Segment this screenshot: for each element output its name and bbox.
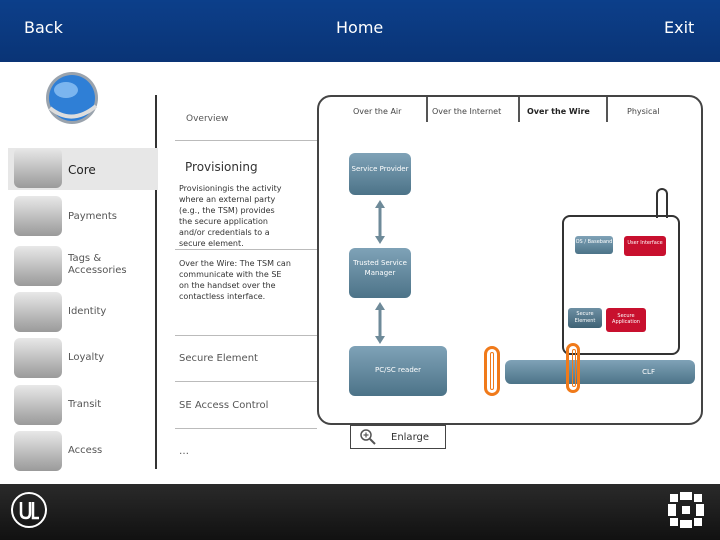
pcsc-reader-box: PC/SC reader (349, 346, 447, 396)
handset-antenna (656, 188, 668, 218)
divider (175, 335, 317, 336)
service-provider-box: Service Provider (349, 153, 411, 195)
divider (175, 140, 317, 141)
menu-label-loyalty: Loyalty (68, 352, 104, 363)
se-access-control-link[interactable]: SE Access Control (179, 400, 268, 411)
secure-element-box: Secure Element (568, 308, 602, 328)
secure-application-box: Secure Application (606, 308, 646, 332)
tsm-box: Trusted Service Manager (349, 248, 411, 298)
tag-icon (14, 246, 62, 286)
more-link[interactable]: … (179, 446, 189, 457)
brand-logo-icon (666, 490, 706, 530)
menu-item-core[interactable]: Core (8, 148, 158, 190)
money-icon (14, 196, 62, 236)
menu-label-identity: Identity (68, 306, 106, 317)
provisioning-heading[interactable]: Provisioning (185, 160, 258, 174)
user-interface-box: User Interface (624, 236, 666, 256)
menu-label-payments: Payments (68, 211, 117, 222)
divider (175, 381, 317, 382)
column-physical[interactable]: Physical (627, 107, 660, 116)
top-bar: Back Home Exit (0, 0, 720, 62)
menu-item-access[interactable]: Access (8, 431, 158, 473)
menu-item-identity[interactable]: Identity (8, 292, 158, 334)
menu-label-tags: Tags & Accessories (68, 253, 127, 277)
menu-label-access: Access (68, 445, 102, 456)
column-over-the-internet[interactable]: Over the Internet (432, 107, 501, 116)
divider (175, 249, 317, 250)
provisioning-description: Provisioningis the activity where an ext… (179, 183, 289, 249)
column-separator (606, 97, 608, 122)
column-separator (426, 97, 428, 122)
home-button[interactable]: Home (336, 18, 383, 37)
antenna-coil-icon (566, 343, 580, 393)
loyalty-card-icon (14, 338, 62, 378)
menu-item-tags[interactable]: Tags & Accessories (8, 246, 158, 288)
magnifier-icon (359, 428, 377, 446)
clf-box: CLF (505, 360, 695, 384)
column-separator (518, 97, 520, 122)
globe-icon[interactable] (42, 68, 102, 128)
over-the-wire-description: Over the Wire: The TSM can communicate w… (179, 258, 291, 302)
antenna-coil-icon (484, 346, 500, 396)
column-over-the-wire[interactable]: Over the Wire (527, 107, 590, 116)
secure-element-link[interactable]: Secure Element (179, 353, 258, 364)
double-arrow-icon (375, 200, 385, 244)
passport-icon (14, 292, 62, 332)
exit-button[interactable]: Exit (664, 18, 694, 37)
bottom-bar (0, 484, 720, 540)
menu-label-transit: Transit (68, 399, 101, 410)
menu-item-transit[interactable]: Transit (8, 385, 158, 427)
divider (175, 428, 317, 429)
menu-item-payments[interactable]: Payments (8, 196, 158, 238)
enlarge-button[interactable]: Enlarge (350, 425, 446, 449)
ul-logo-icon (10, 491, 48, 529)
column-over-the-air[interactable]: Over the Air (353, 107, 401, 116)
enlarge-label: Enlarge (391, 432, 429, 443)
phone-globe-icon (14, 148, 62, 188)
back-button[interactable]: Back (24, 18, 63, 37)
double-arrow-icon (375, 302, 385, 344)
keys-icon (14, 431, 62, 471)
os-baseband-box: OS / Baseband (575, 236, 613, 254)
menu-label-core: Core (68, 163, 96, 177)
train-icon (14, 385, 62, 425)
menu-item-loyalty[interactable]: Loyalty (8, 338, 158, 380)
overview-link[interactable]: Overview (186, 114, 228, 124)
